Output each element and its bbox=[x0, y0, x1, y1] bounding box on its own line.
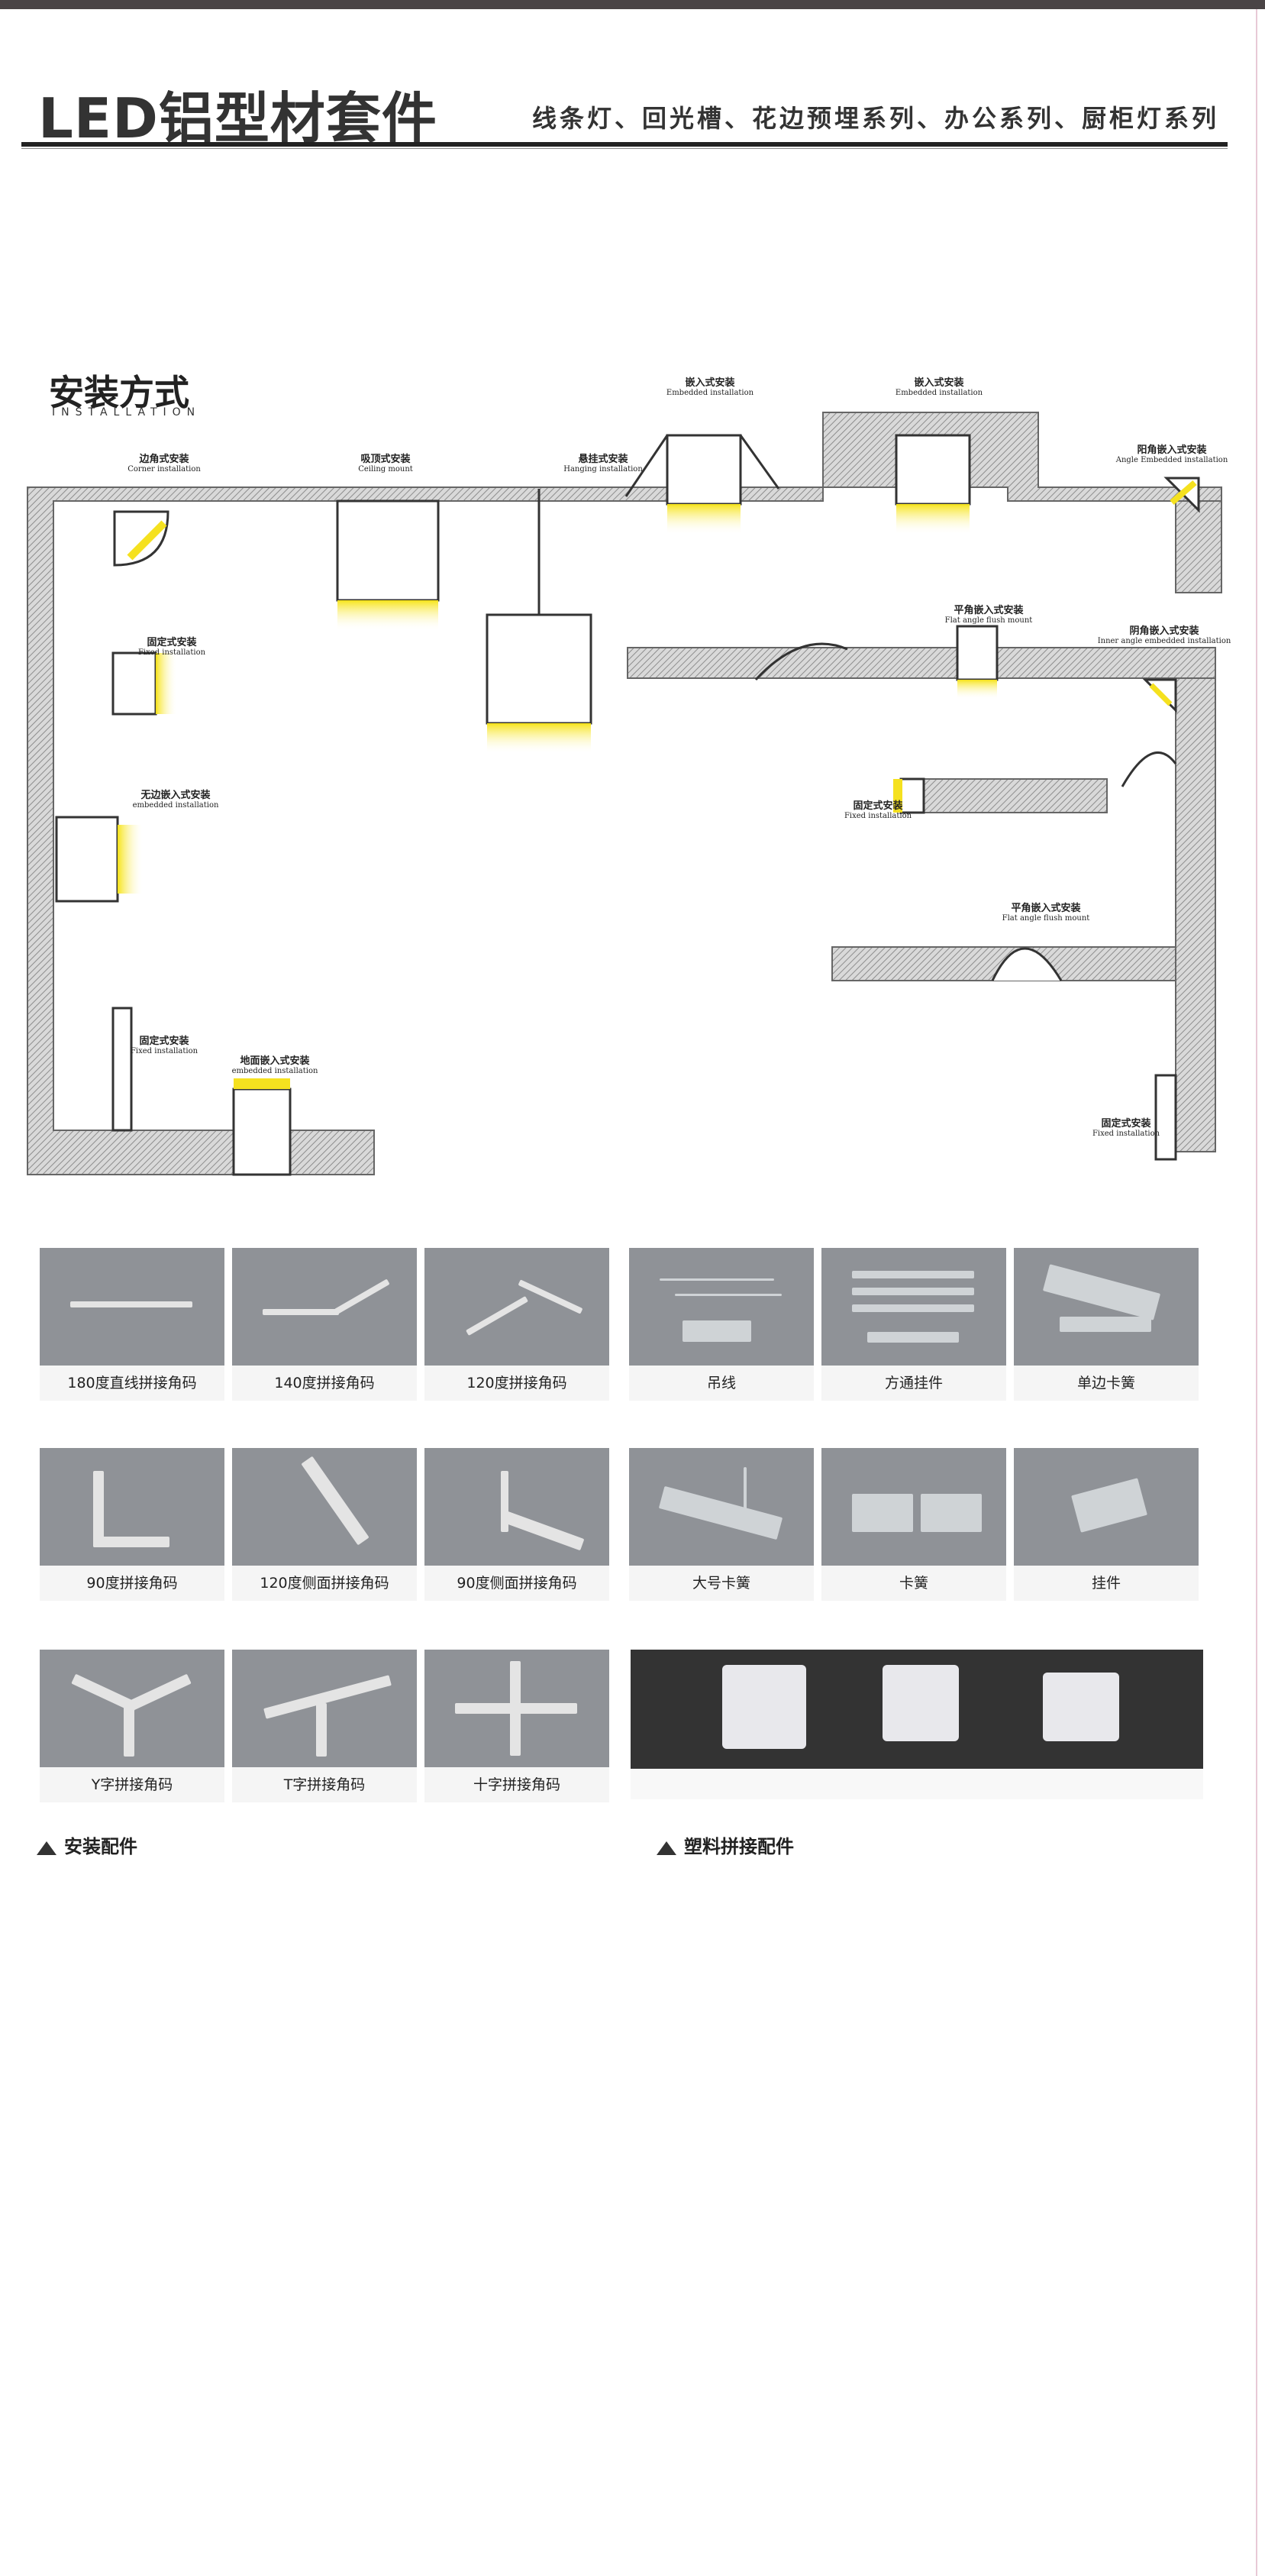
accessory-card: 挂件 bbox=[1014, 1448, 1199, 1601]
y-plate-icon bbox=[40, 1650, 224, 1767]
corner-fixture bbox=[113, 510, 169, 567]
plastic-parts-footer bbox=[631, 1769, 1203, 1799]
corner-post bbox=[1175, 500, 1222, 593]
embedded-fixture-1 bbox=[666, 434, 742, 506]
hanging-light bbox=[487, 723, 591, 754]
accessory-card: 90度拼接角码 bbox=[40, 1448, 224, 1601]
top-bar bbox=[0, 0, 1265, 9]
section-plastic-parts: 塑料拼接配件 bbox=[657, 1831, 794, 1858]
header-rule-thin bbox=[21, 148, 1228, 149]
triangle-icon bbox=[657, 1841, 676, 1855]
angle-plate-icon bbox=[424, 1248, 609, 1366]
installation-diagram bbox=[27, 412, 1222, 1176]
fixed-fixture-left bbox=[111, 651, 157, 716]
pendant-icon bbox=[1014, 1448, 1199, 1566]
corner-light bbox=[127, 520, 167, 561]
straight-plate-icon bbox=[40, 1248, 224, 1366]
accessory-card: 吊线 bbox=[629, 1248, 814, 1401]
accessory-card: 180度直线拼接角码 bbox=[40, 1248, 224, 1401]
accessory-card: 120度侧面拼接角码 bbox=[232, 1448, 417, 1601]
embedded-light-1 bbox=[667, 504, 741, 535]
embedded-fixture-2 bbox=[895, 434, 971, 506]
l-plate-icon bbox=[40, 1448, 224, 1566]
accessory-card: 大号卡簧 bbox=[629, 1448, 814, 1601]
accessory-card: 方通挂件 bbox=[821, 1248, 1006, 1401]
cross-plate-icon bbox=[424, 1650, 609, 1767]
accessory-card: Y字拼接角码 bbox=[40, 1650, 224, 1802]
right-wall bbox=[1175, 677, 1216, 1152]
side-l-plate-icon bbox=[424, 1448, 609, 1566]
right-edge-line bbox=[1256, 9, 1257, 2576]
accessory-card: 90度侧面拼接角码 bbox=[424, 1448, 609, 1601]
installation-title: 安装方式 bbox=[49, 372, 189, 413]
accessory-card: 十字拼接角码 bbox=[424, 1650, 609, 1802]
bent-plate-icon bbox=[232, 1248, 417, 1366]
hanging-fixture bbox=[486, 613, 592, 725]
side-plate-icon bbox=[232, 1448, 417, 1566]
t-plate-icon bbox=[232, 1650, 417, 1767]
hanger-set-icon bbox=[821, 1248, 1006, 1366]
triangle-icon bbox=[37, 1841, 56, 1855]
brand-title: LED铝型材套件 bbox=[38, 86, 437, 150]
floor-fixture bbox=[232, 1088, 292, 1176]
mid-wall bbox=[627, 647, 1216, 679]
accessory-card: 140度拼接角码 bbox=[232, 1248, 417, 1401]
hanging-wire-icon bbox=[629, 1248, 814, 1366]
large-clip-icon bbox=[629, 1448, 814, 1566]
series-subtitle: 线条灯、回光槽、花边预埋系列、办公系列、厨柜灯系列 bbox=[531, 104, 1219, 133]
accessory-card: 单边卡簧 bbox=[1014, 1248, 1199, 1401]
clip-icon bbox=[821, 1448, 1006, 1566]
plastic-parts-photo bbox=[631, 1650, 1203, 1769]
installation-subtitle: INSTALLATION bbox=[52, 406, 202, 419]
embedded-light-2 bbox=[896, 504, 970, 535]
ceiling-fixture bbox=[336, 499, 440, 602]
accessory-card: T字拼接角码 bbox=[232, 1650, 417, 1802]
spring-clip-icon bbox=[1014, 1248, 1199, 1366]
section-install-parts: 安装配件 bbox=[37, 1831, 137, 1858]
accessory-card: 120度拼接角码 bbox=[424, 1248, 609, 1401]
header-rule bbox=[21, 142, 1228, 147]
rimless-fixture bbox=[55, 816, 119, 903]
ceiling-light bbox=[337, 600, 438, 631]
accessory-card: 卡簧 bbox=[821, 1448, 1006, 1601]
